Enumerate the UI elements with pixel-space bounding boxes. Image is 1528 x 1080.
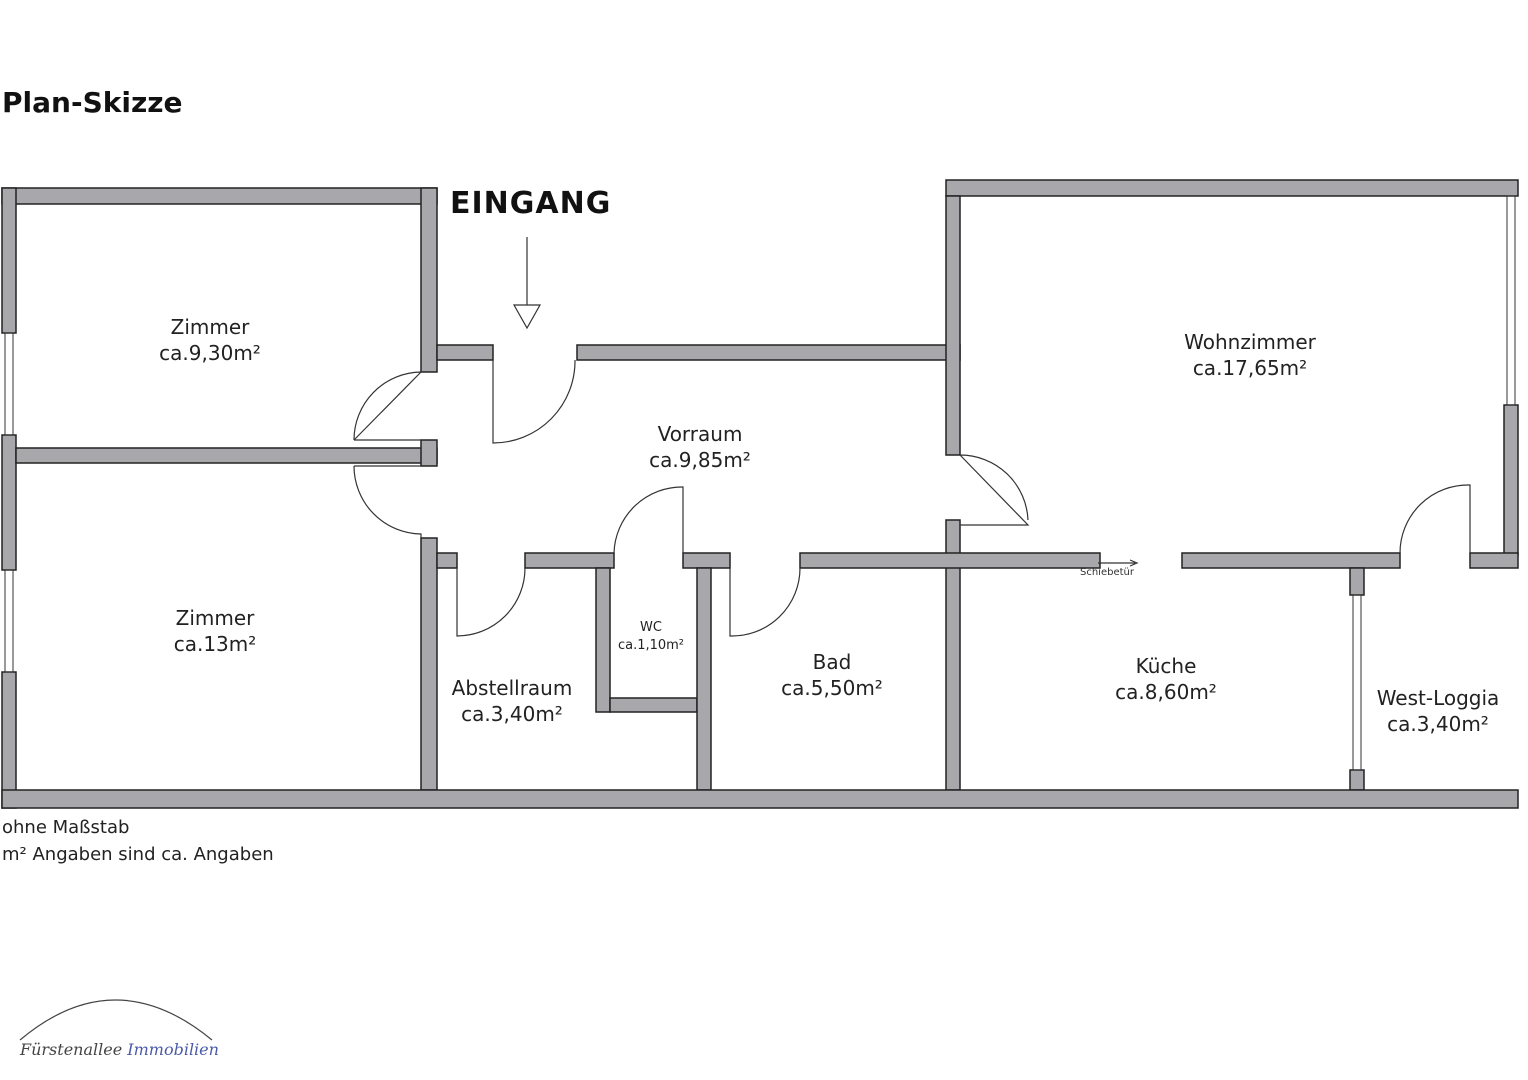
room-area: ca.5,50m² bbox=[781, 676, 883, 700]
room-name: WC bbox=[640, 620, 662, 635]
company-logo: Fürstenallee Immobilien bbox=[20, 1040, 219, 1059]
room-area: ca.1,10m² bbox=[617, 638, 685, 653]
room-wc: WC ca.1,10m² bbox=[606, 619, 696, 655]
sliding-door-label: Schiebetür bbox=[1080, 567, 1134, 578]
room-area: ca.17,65m² bbox=[1192, 356, 1308, 380]
room-area: ca.3,40m² bbox=[1387, 712, 1489, 736]
room-name: Abstellraum bbox=[451, 676, 573, 700]
entrance-label: EINGANG bbox=[450, 186, 612, 221]
room-area: ca.3,40m² bbox=[461, 702, 563, 726]
doors bbox=[353, 359, 1471, 637]
room-name: Zimmer bbox=[170, 315, 250, 339]
room-name: West-Loggia bbox=[1376, 686, 1500, 710]
logo-text-1: Fürstenallee bbox=[20, 1040, 123, 1059]
page-title: Plan-Skizze bbox=[2, 86, 183, 119]
room-name: Bad bbox=[812, 650, 852, 674]
room-area: ca.9,85m² bbox=[649, 448, 751, 472]
room-name: Zimmer bbox=[175, 606, 255, 630]
walls bbox=[1, 179, 1519, 809]
room-area: ca.8,60m² bbox=[1115, 680, 1217, 704]
note-area: m² Angaben sind ca. Angaben bbox=[2, 844, 274, 865]
logo-arc bbox=[19, 999, 213, 1041]
windows bbox=[4, 195, 1516, 771]
logo-text-2: Immobilien bbox=[127, 1040, 219, 1059]
room-name: Wohnzimmer bbox=[1184, 330, 1316, 354]
room-area: ca.13m² bbox=[173, 632, 257, 656]
room-area: ca.9,30m² bbox=[159, 341, 261, 365]
room-name: Vorraum bbox=[657, 422, 743, 446]
room-name: Küche bbox=[1135, 654, 1197, 678]
note-scale: ohne Maßstab bbox=[2, 817, 130, 838]
entrance-arrow-icon bbox=[512, 237, 542, 330]
